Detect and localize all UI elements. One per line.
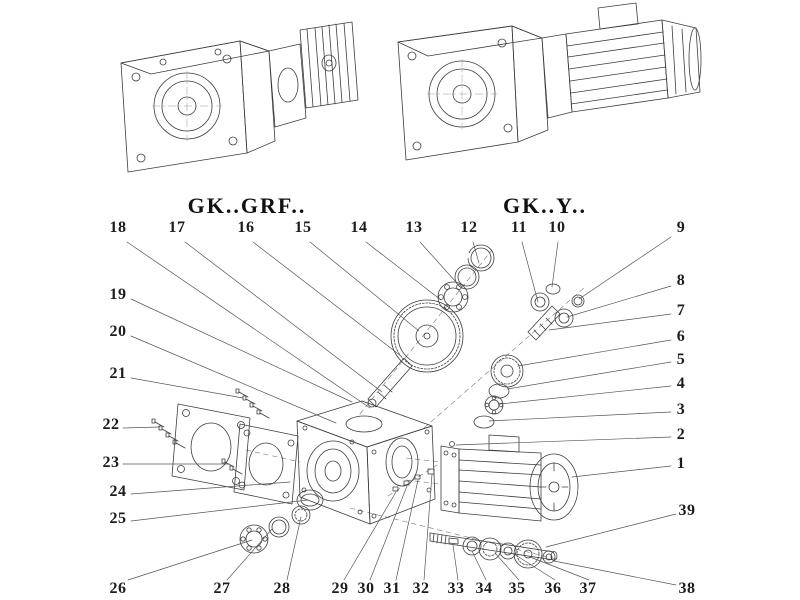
callout-7: 7 bbox=[676, 302, 686, 319]
callout-1: 1 bbox=[676, 455, 686, 472]
assembled-motor-drawing bbox=[541, 2, 702, 119]
callout-6: 6 bbox=[676, 328, 686, 345]
callout-31: 31 bbox=[383, 580, 401, 597]
callout-9: 9 bbox=[676, 219, 686, 236]
callout-2: 2 bbox=[676, 426, 686, 443]
callout-8: 8 bbox=[676, 272, 686, 289]
callout-10: 10 bbox=[548, 219, 566, 236]
callout-12: 12 bbox=[460, 219, 478, 236]
callout-36: 36 bbox=[544, 580, 562, 597]
callout-17: 17 bbox=[168, 219, 186, 236]
small-fasteners-drawing bbox=[392, 441, 455, 492]
callout-26: 26 bbox=[109, 580, 127, 597]
lower-bearing-rings-drawing bbox=[239, 505, 311, 554]
callout-16: 16 bbox=[237, 219, 255, 236]
callout-4: 4 bbox=[676, 375, 686, 392]
callout-14: 14 bbox=[350, 219, 368, 236]
callout-29: 29 bbox=[331, 580, 349, 597]
callout-28: 28 bbox=[273, 580, 291, 597]
callout-35: 35 bbox=[508, 580, 526, 597]
callout-18: 18 bbox=[109, 219, 127, 236]
callout-38: 38 bbox=[678, 580, 696, 597]
pinion-assembly-drawing bbox=[473, 283, 585, 429]
callout-33: 33 bbox=[447, 580, 465, 597]
callout-27: 27 bbox=[213, 580, 231, 597]
model-label-gk-grf: GK..GRF.. bbox=[187, 193, 307, 218]
callout-22: 22 bbox=[102, 416, 120, 433]
callout-11: 11 bbox=[510, 219, 528, 236]
callout-23: 23 bbox=[102, 454, 120, 471]
callout-34: 34 bbox=[475, 580, 493, 597]
callout-15: 15 bbox=[294, 219, 312, 236]
assembled-view-gk-grf-drawing bbox=[120, 21, 359, 173]
callout-30: 30 bbox=[357, 580, 375, 597]
callout-20: 20 bbox=[109, 323, 127, 340]
leader-lines bbox=[122, 236, 677, 586]
output-shaft-assembly-drawing bbox=[429, 532, 558, 569]
callout-21: 21 bbox=[109, 365, 127, 382]
callout-24: 24 bbox=[109, 483, 127, 500]
callout-25: 25 bbox=[109, 510, 127, 527]
motor-drawing bbox=[440, 434, 579, 522]
callout-39: 39 bbox=[678, 502, 696, 519]
callout-5: 5 bbox=[676, 351, 686, 368]
callout-19: 19 bbox=[109, 286, 127, 303]
callout-3: 3 bbox=[676, 401, 686, 418]
gearbox-housing-drawing bbox=[296, 400, 436, 525]
callout-13: 13 bbox=[405, 219, 423, 236]
input-gear-assembly-drawing bbox=[367, 244, 495, 408]
callout-37: 37 bbox=[579, 580, 597, 597]
cover-plate-assembly-drawing bbox=[151, 388, 324, 511]
assembled-view-gk-y-drawing bbox=[397, 2, 702, 161]
model-label-gk-y: GK..Y.. bbox=[502, 193, 588, 218]
callout-32: 32 bbox=[412, 580, 430, 597]
exploded-view-drawing bbox=[151, 244, 585, 569]
